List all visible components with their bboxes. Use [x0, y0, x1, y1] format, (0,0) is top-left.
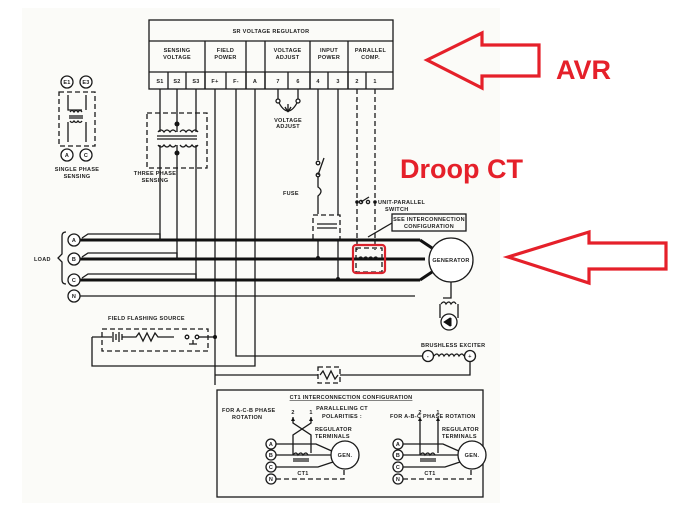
brushless-exciter: BRUSHLESS EXCITER - +	[215, 340, 485, 384]
phase-node-b	[67, 252, 81, 266]
phase-node-label: C	[72, 278, 76, 284]
regulator-terminal: F-	[233, 79, 239, 85]
inset-phase-label: N	[269, 477, 273, 483]
avr-label: AVR	[556, 55, 611, 85]
voltage-adjust-label-2: ADJUST	[276, 124, 300, 130]
see-interconnection-1: SEE INTERCONNECTION	[393, 217, 465, 223]
three-phase-sensing: THREE PHASE SENSING	[134, 112, 208, 280]
voltage-adjust-label-1: VOLTAGE	[274, 118, 302, 124]
node-e1: E1	[63, 80, 70, 86]
regulator-terminal: A	[253, 79, 257, 85]
regulator-group-label: VOLTAGE	[163, 55, 191, 61]
ct1-interconnection-inset: CT1 INTERCONNECTION CONFIGURATION FOR A-…	[216, 389, 487, 498]
droop-ct-arrow	[502, 229, 668, 286]
exciter-minus: -	[427, 354, 429, 360]
regulator-group-label: INPUT	[320, 48, 338, 54]
avr-annotation: AVR	[423, 30, 611, 91]
regulator-group-label: POWER	[214, 55, 236, 61]
regulator-terminal: F+	[211, 79, 218, 85]
inset-title: CT1 INTERCONNECTION CONFIGURATION	[290, 395, 413, 401]
phase-node-a	[67, 233, 81, 247]
inset-left-heading-2: ROTATION	[232, 415, 262, 421]
single-phase-label-2: SENSING	[64, 174, 91, 180]
regulator-group-label: VOLTAGE	[274, 48, 302, 54]
inset-reg-terminals-2: TERMINALS	[442, 434, 477, 440]
field-flashing-label: FIELD FLASHING SOURCE	[108, 316, 185, 322]
regulator-terminal: 6	[296, 79, 299, 85]
inset-phase-label: B	[396, 453, 400, 459]
unit-parallel-label-1: UNIT-PARALLEL	[378, 200, 426, 206]
inset-ct-label: CT1	[424, 471, 435, 477]
see-interconnection-2: CONFIGURATION	[404, 224, 454, 230]
regulator-title: SR VOLTAGE REGULATOR	[233, 29, 310, 35]
regulator-group-label: ADJUST	[276, 55, 300, 61]
inset-generator	[457, 440, 487, 470]
inset-reg-terminals-2: TERMINALS	[315, 434, 350, 440]
inset-terminal-2: 2	[291, 410, 294, 416]
node-a: A	[65, 153, 69, 159]
single-phase-label-1: SINGLE PHASE	[55, 167, 100, 173]
phase-node-n	[67, 289, 81, 303]
regulator-group-label: SENSING	[164, 48, 191, 54]
inset-phase-label: C	[269, 465, 273, 471]
unit-parallel-switch: UNIT-PARALLEL SWITCH SEE INTERCONNECTION…	[355, 196, 467, 238]
regulator-group-label: FIELD	[217, 48, 234, 54]
inset-reg-terminals-1: REGULATOR	[442, 427, 479, 433]
regulator-terminal: 2	[355, 79, 358, 85]
voltage-regulator-block: SR VOLTAGE REGULATOR SENSINGVOLTAGEFIELD…	[148, 19, 394, 90]
inset-phase-label: N	[396, 477, 400, 483]
inset-terminal-1: 1	[309, 410, 312, 416]
inset-ct-label: CT1	[297, 471, 308, 477]
regulator-group-label: COMP.	[361, 55, 380, 61]
node-c: C	[84, 153, 88, 159]
generator: GENERATOR	[428, 237, 474, 331]
exciter-plus: +	[468, 354, 472, 360]
droop-ct	[351, 243, 387, 275]
single-phase-sensing: E1 E3 A C SINGLE PHASE SENSING	[55, 75, 100, 180]
regulator-terminal: S3	[192, 79, 199, 85]
phase-node-c	[67, 273, 81, 287]
inset-phase-label: C	[396, 465, 400, 471]
brushless-exciter-label: BRUSHLESS EXCITER	[421, 343, 485, 349]
fuse-label: FUSE	[283, 191, 299, 197]
inset-right-heading: FOR A-B-C PHASE ROTATION	[390, 414, 476, 420]
inset-phase-label: B	[269, 453, 273, 459]
unit-parallel-label-2: SWITCH	[385, 207, 409, 213]
regulator-group-label: PARALLEL	[355, 48, 387, 54]
regulator-terminal: 4	[316, 79, 320, 85]
regulator-terminal: S2	[173, 79, 180, 85]
regulator-terminal: 3	[336, 79, 339, 85]
three-phase-label-1: THREE PHASE	[134, 171, 176, 177]
droop-ct-label: Droop CT	[400, 154, 523, 184]
generator-label: GENERATOR	[432, 258, 469, 264]
inset-middle-heading-2: POLARITIES :	[322, 414, 362, 420]
phase-node-label: N	[72, 294, 76, 300]
inset-reg-terminals-1: REGULATOR	[315, 427, 352, 433]
load-bus: LOAD A B C N	[34, 231, 433, 303]
inset-left-heading-1: FOR A-C-B PHASE	[222, 408, 276, 414]
phase-node-label: B	[72, 257, 76, 263]
inset-phase-label: A	[396, 442, 400, 448]
inset-terminal-2: 2	[418, 410, 421, 416]
regulator-terminal: S1	[156, 79, 163, 85]
inset-gen-label: GEN.	[465, 453, 480, 459]
three-phase-label-2: SENSING	[142, 178, 169, 184]
diagram-paper	[22, 8, 500, 503]
regulator-terminal: 7	[276, 79, 279, 85]
regulator-terminal: 1	[373, 79, 376, 85]
inset-generator	[330, 440, 360, 470]
load-label: LOAD	[34, 257, 51, 263]
droop-ct-highlight	[351, 243, 387, 275]
voltage-adjust-pot: VOLTAGE ADJUST	[274, 89, 302, 130]
node-e3: E3	[82, 80, 89, 86]
regulator-group-label: POWER	[318, 55, 340, 61]
droop-ct-annotation: Droop CT	[400, 154, 668, 286]
inset-middle-heading-1: PARALLELING CT	[316, 406, 368, 412]
inset-gen-label: GEN.	[338, 453, 353, 459]
phase-node-label: A	[72, 238, 76, 244]
field-flashing-source: FIELD FLASHING SOURCE	[91, 316, 256, 367]
inset-terminal-1: 1	[436, 410, 439, 416]
inset-phase-label: A	[269, 442, 273, 448]
avr-arrow	[423, 30, 541, 91]
